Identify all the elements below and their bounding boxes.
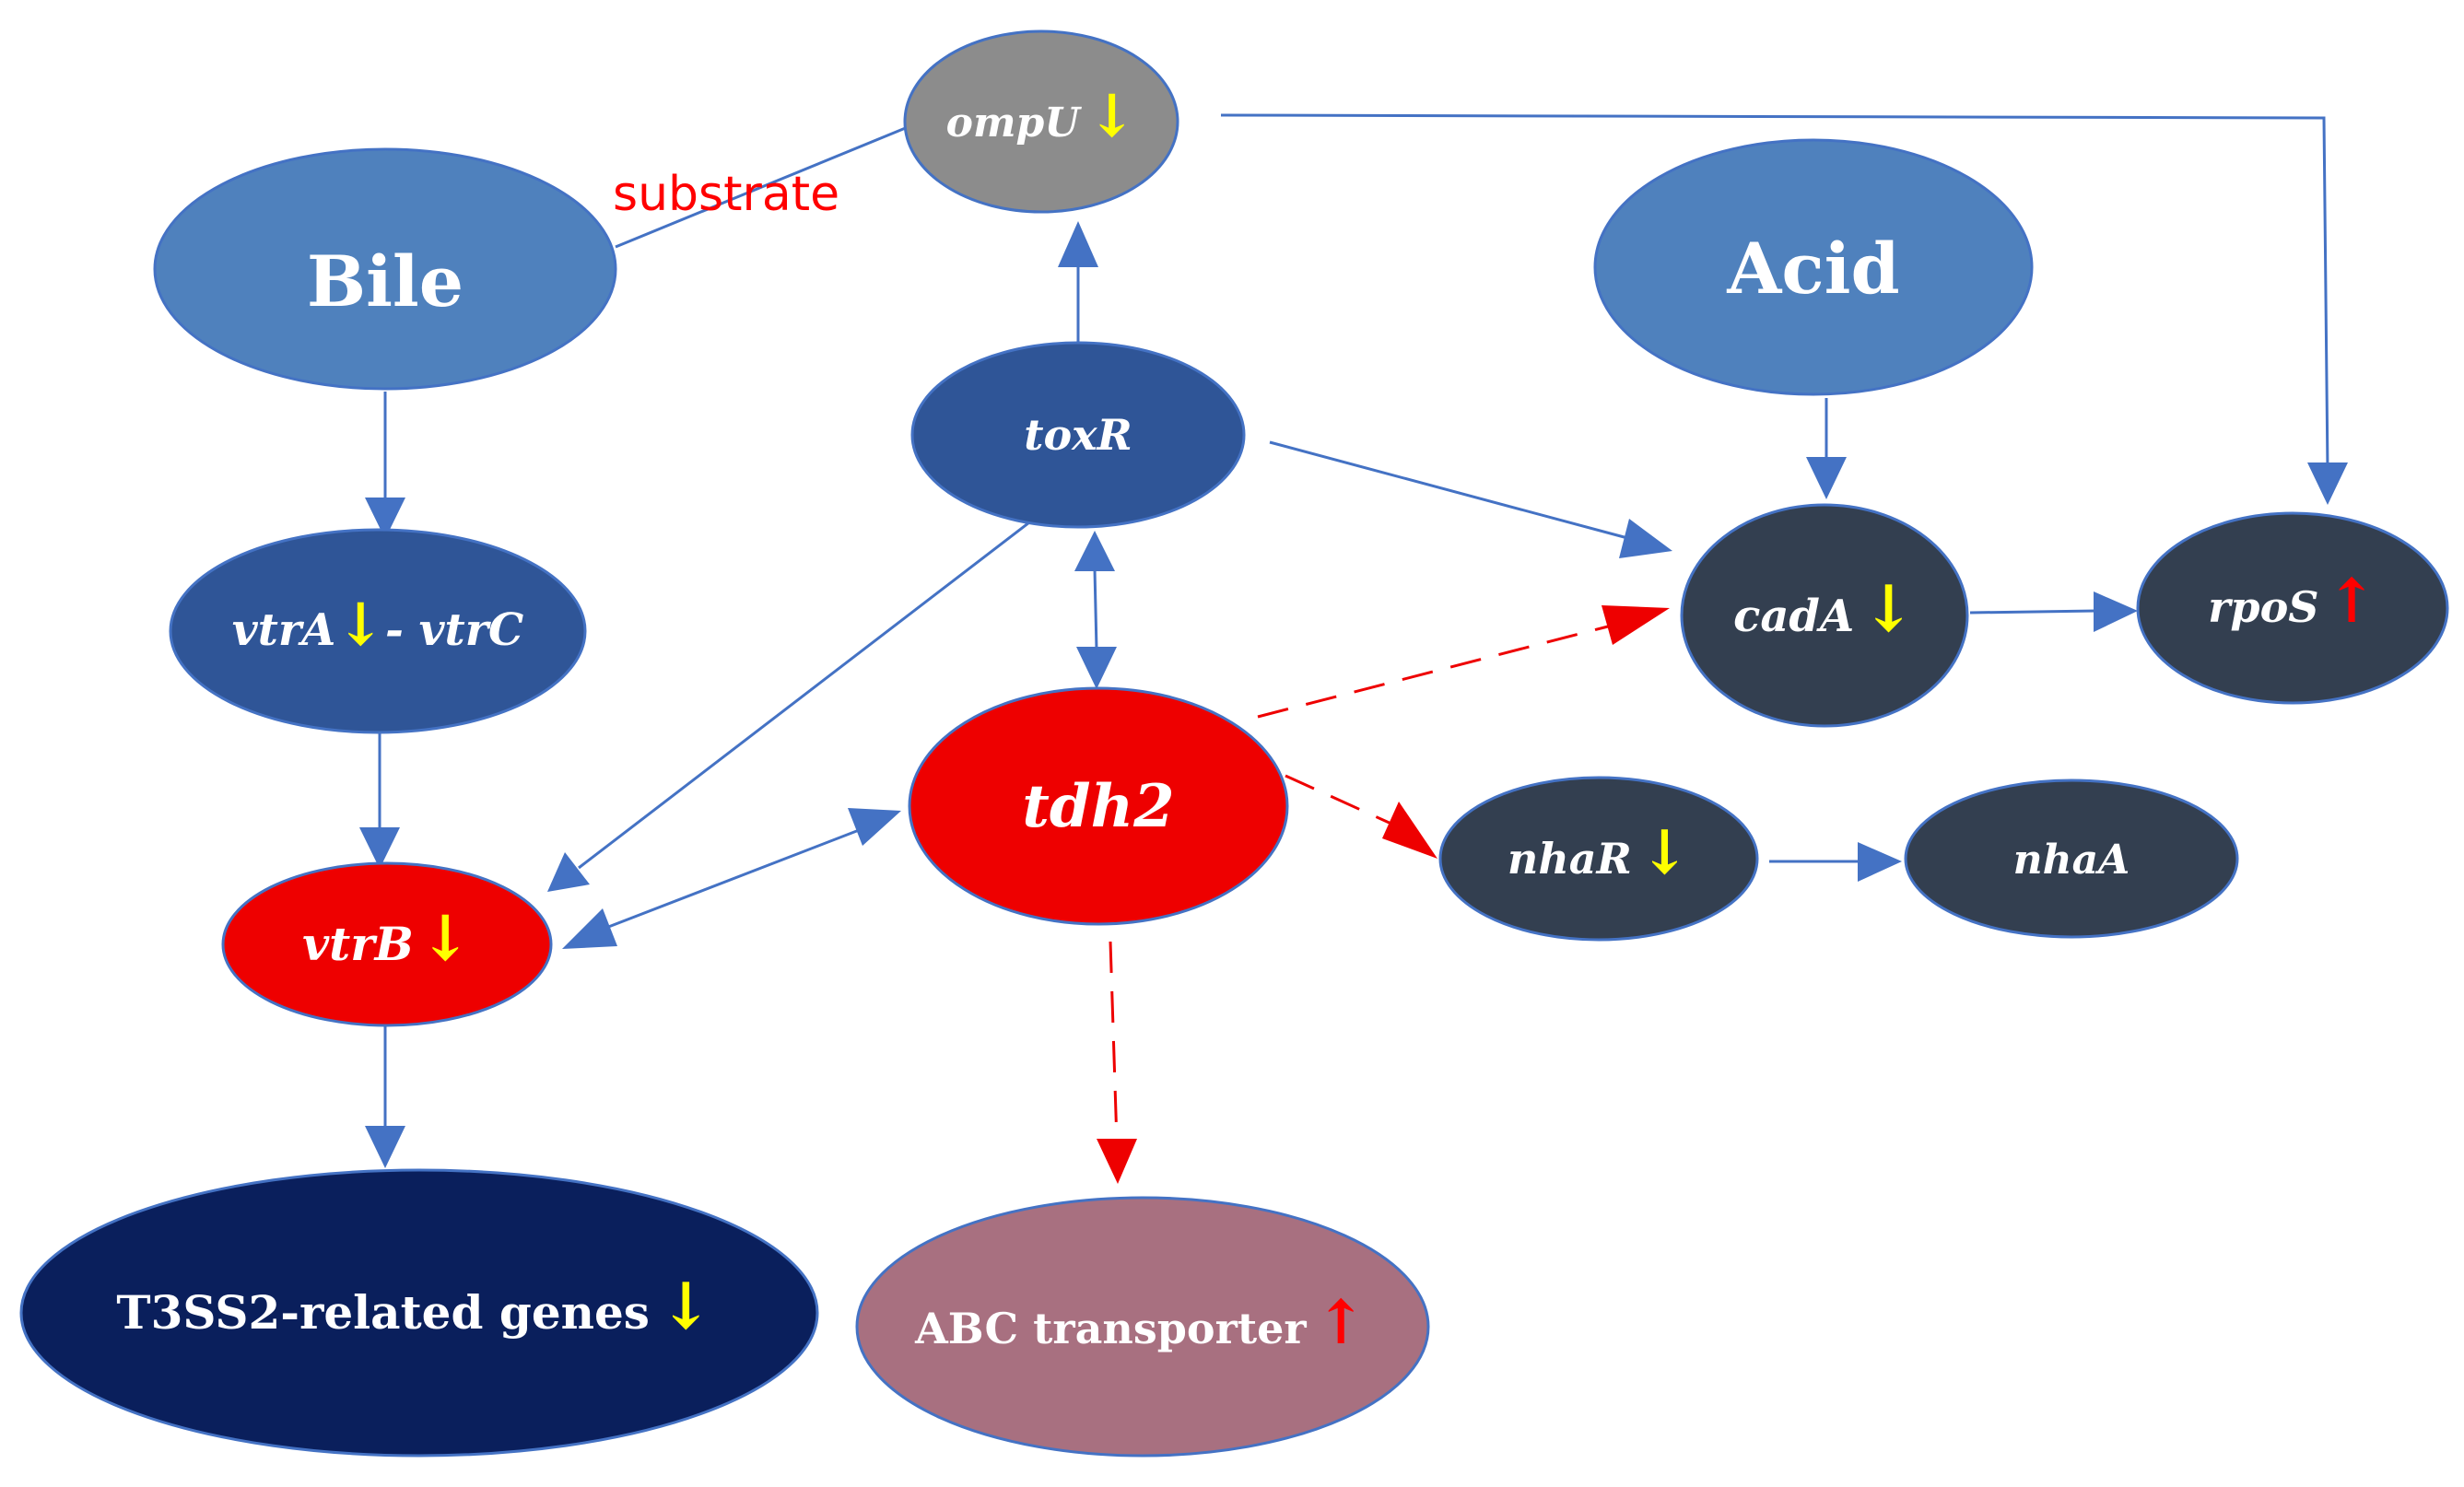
node-abc-label: ABC transporter xyxy=(914,1304,1307,1353)
node-vtrB-shape xyxy=(221,861,553,1027)
node-rpoS-shape xyxy=(2136,511,2449,705)
node-rpoS-label: rpoS xyxy=(2208,582,2318,632)
edge-acid-cadA-arrowhead xyxy=(1806,457,1847,499)
edge-cadA-rpoS-arrowhead xyxy=(2094,591,2138,632)
edge-toxR-vtrB xyxy=(578,463,1105,870)
node-toxR-label: toxR xyxy=(1024,410,1132,460)
node-acid-label: Acid xyxy=(1726,228,1899,310)
edge-vtrB-tdh2-arrowhead-left xyxy=(562,908,617,949)
node-tdh2-label: tdh2 xyxy=(1022,772,1174,841)
node-rpoS-text: rpoS↑ xyxy=(2208,565,2377,637)
node-rpoS: rpoS↑ xyxy=(2136,511,2449,705)
edge-tdh2-cadA-arrowhead xyxy=(1602,605,1670,645)
node-t3ss2-shape xyxy=(19,1168,819,1458)
edge-tdh2-nhaR-arrowhead xyxy=(1382,802,1437,859)
node-t3ss2: T3SS2-related genes↓ xyxy=(19,1168,819,1458)
node-vtrB: vtrB↓ xyxy=(221,861,553,1027)
edge-nhaR-nhaA-arrowhead xyxy=(1858,842,1902,882)
edge-tdh2-abc-arrowhead xyxy=(1097,1139,1137,1184)
node-abc-text: ABC transporter↑ xyxy=(914,1286,1367,1358)
node-vtrB-arrow: ↓ xyxy=(419,902,472,976)
node-rpoS-arrow: ↑ xyxy=(2327,565,2377,637)
node-acid: Acid xyxy=(1593,138,2034,396)
node-cadA-arrow: ↓ xyxy=(1861,570,1916,647)
node-vtrB-text: vtrB↓ xyxy=(302,902,472,976)
edge-toxR-cadA xyxy=(1269,440,1632,541)
nodes: ompU↓ Bile Acid toxR vtrA↓- vtrC vtrB↓ xyxy=(19,29,2449,1458)
edge-vtrB-tdh2-line xyxy=(598,825,867,932)
edge-vtrB-t3ss2-arrowhead xyxy=(365,1126,405,1168)
node-bile-label: Bile xyxy=(307,240,463,322)
node-vtrA-vtrC-shape xyxy=(169,528,587,734)
node-ompU-shape xyxy=(903,29,1179,214)
edge-label-substrate: substrate xyxy=(613,167,839,222)
node-acid-shape xyxy=(1593,138,2034,396)
edge-vtrA-vtrB-arrowhead xyxy=(359,827,400,869)
node-vtrA-vtrC: vtrA↓- vtrC xyxy=(169,528,587,734)
node-nhaR-label: nhaR xyxy=(1508,834,1632,884)
node-bile: Bile xyxy=(153,147,617,391)
node-vtrA-arrow: ↓ xyxy=(335,591,385,660)
node-t3ss2-arrow: ↓ xyxy=(659,1268,713,1344)
node-tdh2: tdh2 xyxy=(908,686,1289,926)
edge-toxR-ompU-arrowhead xyxy=(1058,221,1098,267)
node-nhaA: nhaA xyxy=(1904,779,2239,939)
node-nhaR: nhaR↓ xyxy=(1438,776,1759,942)
node-cadA: cadA↓ xyxy=(1680,503,1969,728)
node-nhaA-label: nhaA xyxy=(2013,837,2130,884)
node-ompU: ompU↓ xyxy=(903,29,1179,214)
edge-bile-vtrA-arrowhead xyxy=(365,498,405,539)
edge-toxR-vtrB-arrowhead xyxy=(547,852,590,892)
edge-toxR-tdh2-arrowhead-top xyxy=(1074,531,1115,571)
edge-vtrB-tdh2-arrowhead-right xyxy=(848,808,901,846)
edge-toxR-tdh2-arrowhead-bottom xyxy=(1076,647,1117,689)
node-nhaR-arrow: ↓ xyxy=(1639,816,1690,888)
edge-tdh2-cadA xyxy=(1257,625,1609,719)
node-toxR-shape xyxy=(910,341,1246,529)
node-vtrA-vtrC-text: vtrA↓- vtrC xyxy=(232,591,523,660)
edge-tdh2-nhaR xyxy=(1285,774,1394,826)
edge-ompU-rpoS-arrowhead xyxy=(2307,462,2348,505)
edge-cadA-rpoS xyxy=(1969,609,2097,615)
node-t3ss2-text: T3SS2-related genes↓ xyxy=(116,1268,712,1344)
node-nhaA-shape xyxy=(1904,779,2239,939)
node-t3ss2-label: T3SS2-related genes xyxy=(116,1285,650,1340)
edge-bile-ompU xyxy=(615,125,909,249)
node-nhaR-shape xyxy=(1438,776,1759,942)
edge-ompU-rpoS xyxy=(1220,113,2329,473)
node-bile-shape xyxy=(153,147,617,391)
edges: substrate xyxy=(359,113,2348,1184)
node-nhaR-text: nhaR↓ xyxy=(1508,816,1690,888)
node-vtrC-label: - vtrC xyxy=(385,604,523,656)
node-abc-shape xyxy=(855,1196,1430,1458)
edge-toxR-cadA-arrowhead xyxy=(1619,519,1672,558)
node-ompU-arrow: ↓ xyxy=(1087,82,1137,151)
node-cadA-text: cadA↓ xyxy=(1733,570,1916,647)
edge-tdh2-abc xyxy=(1109,941,1119,1143)
node-abc-arrow: ↑ xyxy=(1316,1286,1367,1358)
edge-toxR-tdh2 xyxy=(1093,568,1098,650)
node-ompU-label: ompU xyxy=(946,100,1083,146)
node-tdh2-shape xyxy=(908,686,1289,926)
node-vtrB-label: vtrB xyxy=(302,917,414,971)
node-cadA-shape xyxy=(1680,503,1969,728)
node-vtrA-label: vtrA xyxy=(232,604,336,656)
node-toxR: toxR xyxy=(910,341,1246,529)
node-ompU-text: ompU↓ xyxy=(946,82,1137,151)
node-abc: ABC transporter↑ xyxy=(855,1196,1430,1458)
node-cadA-label: cadA xyxy=(1733,591,1854,642)
